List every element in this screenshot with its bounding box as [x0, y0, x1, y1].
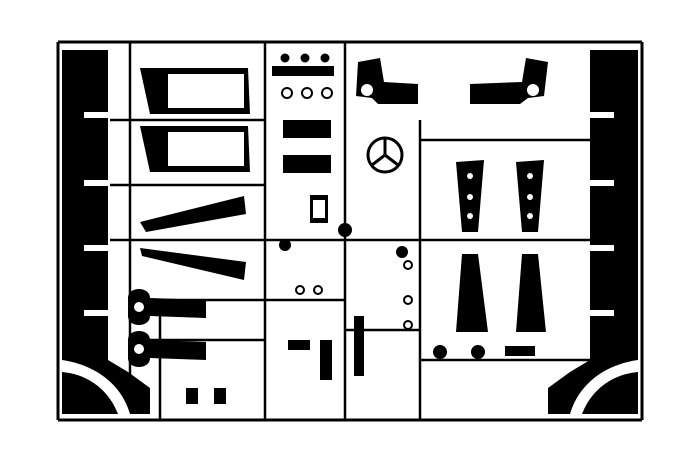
right-side-panel: [548, 50, 638, 414]
wheel-arch-parts: [356, 58, 548, 104]
tapered-arm-parts: [140, 196, 246, 280]
steering-wheel-part: [366, 136, 404, 174]
link-bracket-parts: [128, 289, 206, 367]
tapered-plate-parts: [456, 160, 546, 332]
sprue-runners: [110, 42, 590, 420]
left-side-panel: [62, 50, 150, 414]
small-knob-parts: [272, 53, 334, 223]
window-frame-parts: [140, 68, 250, 172]
small-detail-parts: [186, 223, 535, 404]
sprue-outer-frame: [56, 40, 644, 422]
